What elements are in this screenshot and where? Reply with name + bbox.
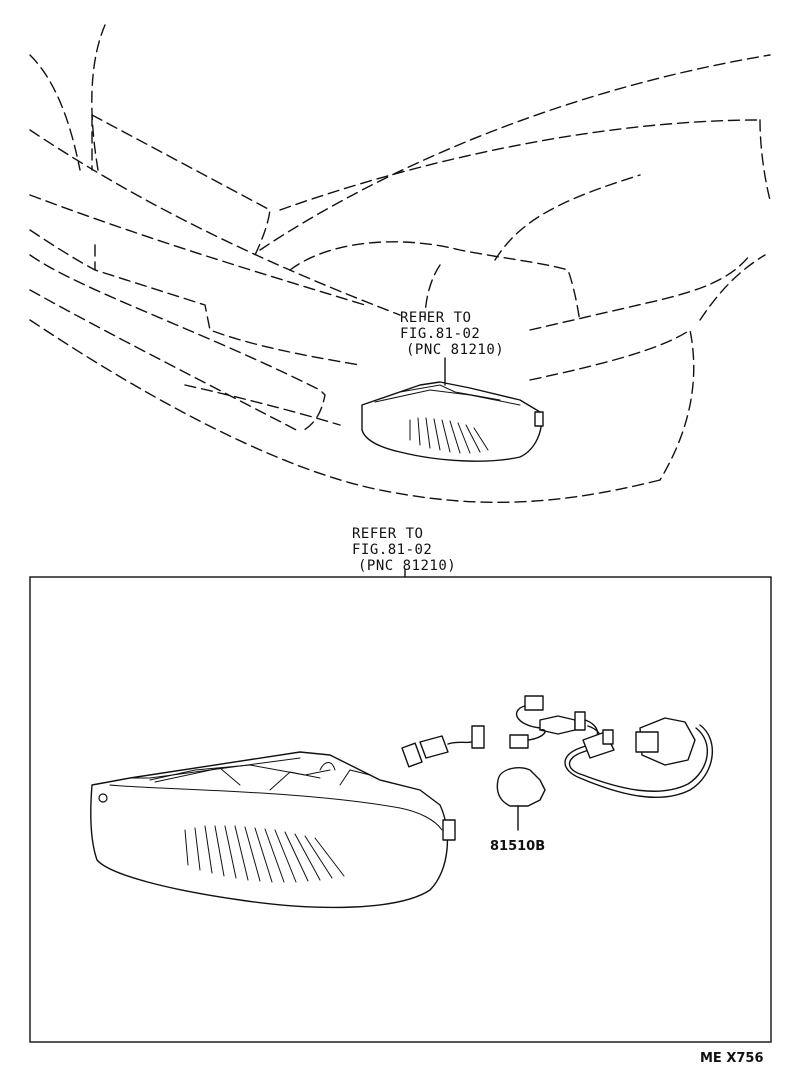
upper-reference-callout: REFER TO FIG.81-02 (PNC 81210) <box>400 310 504 358</box>
lower-callout-line1: REFER TO <box>352 526 423 542</box>
fog-lamp-assembly <box>90 751 456 909</box>
lower-callout-line2: FIG.81-02 <box>352 542 432 558</box>
lower-callout-line3: (PNC 81210) <box>358 558 456 574</box>
socket-harness-large <box>509 695 714 799</box>
car-front-outline <box>29 24 771 504</box>
exploded-view-frame <box>29 576 772 1043</box>
socket-harness-small <box>401 725 485 768</box>
bulb-part-number: 81510B <box>490 839 545 854</box>
fog-lamp-installed <box>361 357 544 462</box>
upper-callout-line1: REFER TO <box>400 310 471 326</box>
figure-code: ME X756 <box>700 1051 764 1066</box>
upper-callout-line3: (PNC 81210) <box>406 342 504 358</box>
lower-reference-callout: REFER TO FIG.81-02 (PNC 81210) <box>352 526 456 574</box>
bulb-81510b: 81510B <box>490 767 546 854</box>
upper-callout-line2: FIG.81-02 <box>400 326 480 342</box>
